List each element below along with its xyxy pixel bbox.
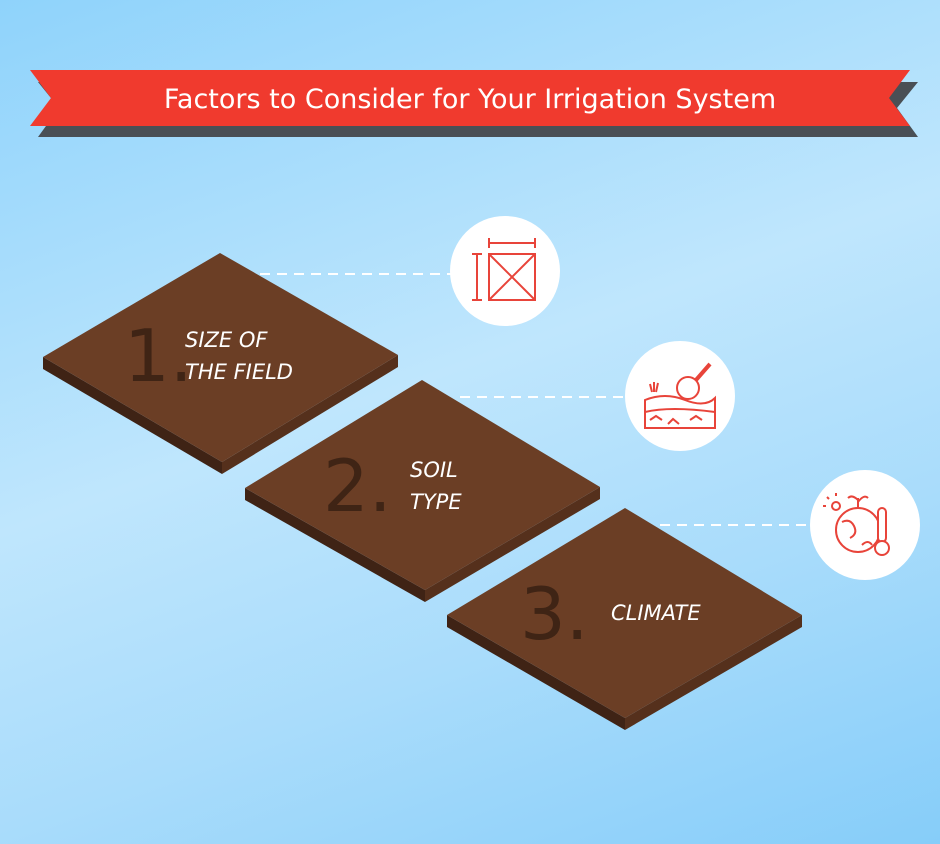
step-label: THE FIELD <box>185 360 293 384</box>
step-tile-2: 2. SOIL TYPE <box>245 380 600 602</box>
step-tile-1: 1. SIZE OF THE FIELD <box>43 253 398 474</box>
step-tile-3: 3. CLIMATE <box>447 508 802 730</box>
title-banner: Factors to Consider for Your Irrigation … <box>30 70 918 137</box>
step-label: CLIMATE <box>611 601 701 625</box>
soil-inspection-icon <box>625 341 735 451</box>
step-label: TYPE <box>410 490 462 514</box>
step-label: SOIL <box>410 458 458 482</box>
field-size-icon <box>450 216 560 326</box>
step-number: 3. <box>520 572 589 656</box>
step-number: 2. <box>323 444 392 528</box>
banner-title: Factors to Consider for Your Irrigation … <box>164 84 776 115</box>
step-label: SIZE OF <box>185 328 268 352</box>
climate-globe-thermometer-icon <box>810 470 920 580</box>
step-number: 1. <box>124 314 193 398</box>
